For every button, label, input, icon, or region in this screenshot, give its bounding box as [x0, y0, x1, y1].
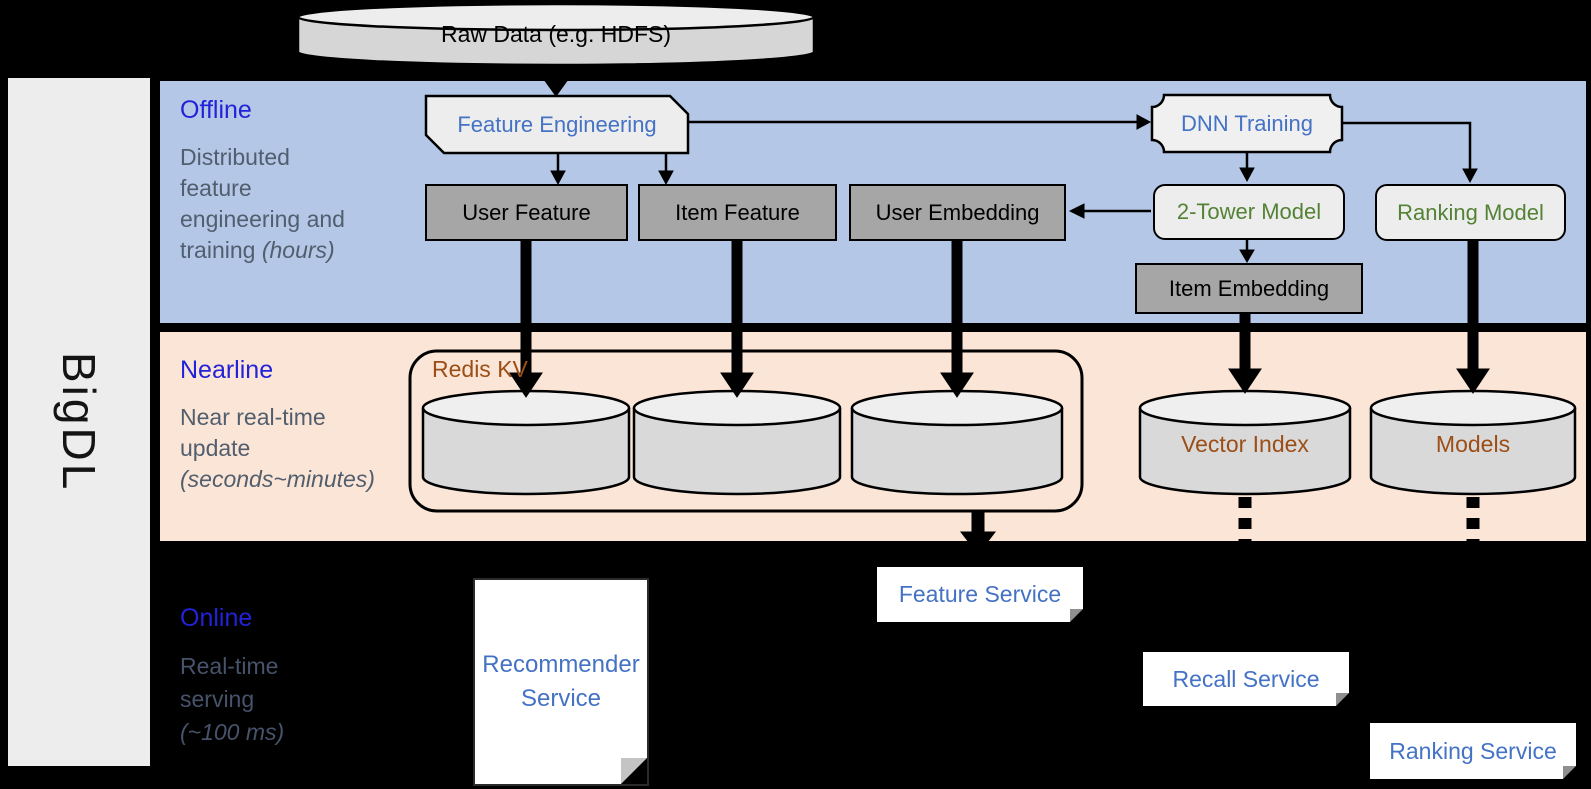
ranking-model-box: Ranking Model [1375, 184, 1566, 241]
redis-kv-label: Redis KV [432, 356, 528, 382]
models-label: Models [1435, 430, 1511, 457]
online-band-title: Online [180, 604, 253, 632]
recall-service-box: Recall Service [1143, 652, 1349, 706]
ranking-service-box: Ranking Service [1370, 723, 1576, 779]
user-embedding-box: User Embedding [849, 184, 1066, 241]
item-embedding-box: Item Embedding [1135, 263, 1363, 314]
two-tower-model-box: 2-Tower Model [1153, 184, 1345, 240]
nearline-band-title: Nearline [180, 356, 274, 384]
bigdl-sidebar: BigDL [8, 78, 150, 766]
item-feature-box: Item Feature [638, 184, 837, 241]
recommender-service-label-line1: Recommender [482, 651, 640, 678]
offline-band-title: Offline [180, 96, 252, 124]
online-band-description: Real-time serving (~100 ms) [180, 653, 285, 745]
raw-data-label: Raw Data (e.g. HDFS) [440, 20, 672, 47]
feature-service-box: Feature Service [877, 567, 1083, 622]
offline-band-description: Distributed feature engineering and trai… [180, 144, 345, 263]
recall-service-fold-icon [1336, 693, 1349, 706]
nearline-band-description: Near real-time update (seconds~minutes) [180, 404, 375, 492]
feature-engineering-label: Feature Engineering [457, 111, 657, 137]
ranking-service-fold-icon [1563, 766, 1576, 779]
recommender-service-document: Recommender Service [473, 578, 649, 786]
vector-index-label: Vector Index [1181, 430, 1309, 457]
user-feature-box: User Feature [425, 184, 628, 241]
dnn-training-label: DNN Training [1180, 110, 1314, 136]
recommender-service-label-line2: Service [520, 685, 602, 712]
bigdl-logo-text: BigDL [53, 351, 105, 493]
feature-service-fold-icon [1070, 609, 1083, 622]
document-fold-corner-icon [621, 758, 647, 784]
